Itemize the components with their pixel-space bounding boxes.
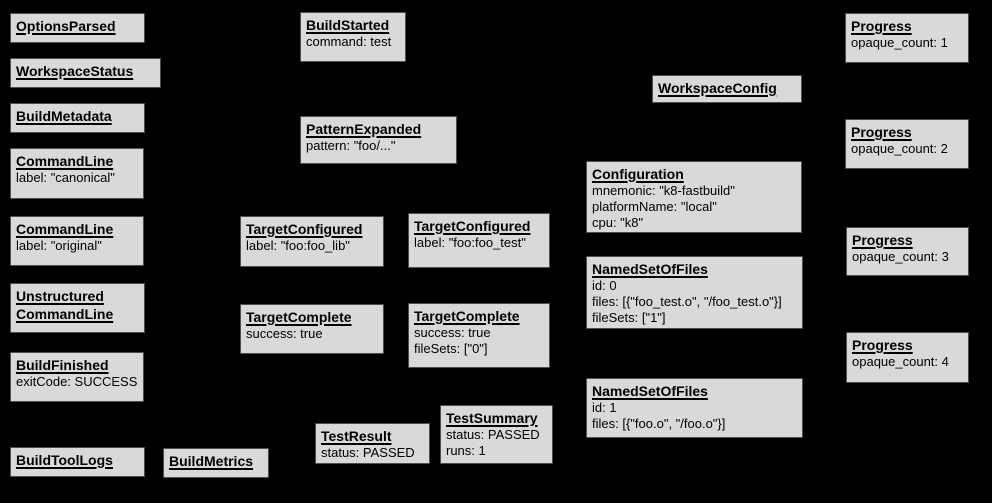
event-title: OptionsParsed [16,18,116,34]
event-box-pattern-expanded: PatternExpanded pattern: "foo/..." [300,116,457,164]
event-title: TargetComplete [246,309,352,325]
event-field: id: 1 [592,400,617,415]
event-title: PatternExpanded [306,121,422,137]
event-field: success: true [414,325,491,340]
event-box-command-line-original: CommandLine label: "original" [10,216,144,266]
event-title: BuildToolLogs [16,452,113,468]
event-box-unstructured-command-line: Unstructured CommandLine [10,283,145,333]
event-box-named-set-of-files-0: NamedSetOfFiles id: 0 files: [{"foo_test… [586,256,803,329]
event-field: cpu: "k8" [592,215,644,230]
event-field: runs: 1 [446,443,486,458]
event-box-progress-4: Progress opaque_count: 4 [846,332,969,383]
event-field: mnemonic: "k8-fastbuild" [592,183,735,198]
event-title: BuildMetrics [169,453,254,469]
event-title: BuildMetadata [16,108,112,124]
event-title: TestResult [321,428,392,444]
event-title: BuildFinished [16,357,109,373]
event-box-build-metrics: BuildMetrics [163,448,269,478]
event-box-progress-1: Progress opaque_count: 1 [845,13,969,63]
event-title: TargetComplete [414,308,520,324]
event-title: Progress [851,18,912,34]
event-title: Progress [852,232,913,248]
event-title: BuildStarted [306,17,390,33]
event-field: label: "canonical" [16,170,115,185]
event-field: pattern: "foo/..." [306,138,396,153]
event-field: label: "foo:foo_lib" [246,238,350,253]
event-field: opaque_count: 2 [851,141,948,156]
event-field: command: test [306,34,392,49]
event-title: TargetConfigured [414,218,531,234]
event-title: WorkspaceStatus [16,63,134,79]
event-field: opaque_count: 4 [852,354,949,369]
event-box-build-finished: BuildFinished exitCode: SUCCESS [10,352,144,402]
event-title: TestSummary [446,410,538,426]
event-box-test-summary: TestSummary status: PASSED runs: 1 [440,405,553,464]
event-field: id: 0 [592,278,617,293]
event-box-workspace-config: WorkspaceConfig [652,75,802,103]
event-title: NamedSetOfFiles [592,383,708,399]
event-field: files: [{"foo.o", "/foo.o"}] [592,416,726,431]
event-box-build-started: BuildStarted command: test [300,12,406,62]
event-field: label: "foo:foo_test" [414,235,526,250]
event-box-build-tool-logs: BuildToolLogs [10,447,145,477]
event-field: status: PASSED [321,445,415,460]
event-title: Progress [851,124,912,140]
event-title: Unstructured CommandLine [16,288,114,322]
event-field: opaque_count: 3 [852,249,949,264]
event-title: CommandLine [16,221,114,237]
event-title: Progress [852,337,913,353]
event-title: NamedSetOfFiles [592,261,708,277]
event-box-target-configured-foo-lib: TargetConfigured label: "foo:foo_lib" [240,216,384,267]
event-box-progress-3: Progress opaque_count: 3 [846,227,969,276]
event-title: TargetConfigured [246,221,363,237]
event-box-options-parsed: OptionsParsed [10,13,145,43]
event-field: exitCode: SUCCESS [16,374,138,389]
event-title: Configuration [592,166,684,182]
event-field: files: [{"foo_test.o", "/foo_test.o"}] [592,294,782,309]
event-box-progress-2: Progress opaque_count: 2 [845,119,969,169]
event-box-named-set-of-files-1: NamedSetOfFiles id: 1 files: [{"foo.o", … [586,378,803,438]
event-field: fileSets: ["0"] [414,341,488,356]
event-box-test-result: TestResult status: PASSED [315,423,430,464]
event-box-workspace-status: WorkspaceStatus [10,58,161,88]
event-field: platformName: "local" [592,199,717,214]
event-box-target-complete-lib: TargetComplete success: true [240,304,384,354]
event-box-build-metadata: BuildMetadata [10,103,145,133]
event-field: fileSets: ["1"] [592,310,666,325]
event-box-target-complete-test: TargetComplete success: true fileSets: [… [408,303,550,368]
event-box-command-line-canonical: CommandLine label: "canonical" [10,148,144,199]
event-box-configuration: Configuration mnemonic: "k8-fastbuild" p… [586,161,802,233]
event-field: success: true [246,326,323,341]
event-title: WorkspaceConfig [658,80,777,96]
event-field: status: PASSED [446,427,540,442]
event-field: opaque_count: 1 [851,35,948,50]
event-title: CommandLine [16,153,114,169]
event-field: label: "original" [16,238,102,253]
event-box-target-configured-foo-test: TargetConfigured label: "foo:foo_test" [408,213,550,268]
